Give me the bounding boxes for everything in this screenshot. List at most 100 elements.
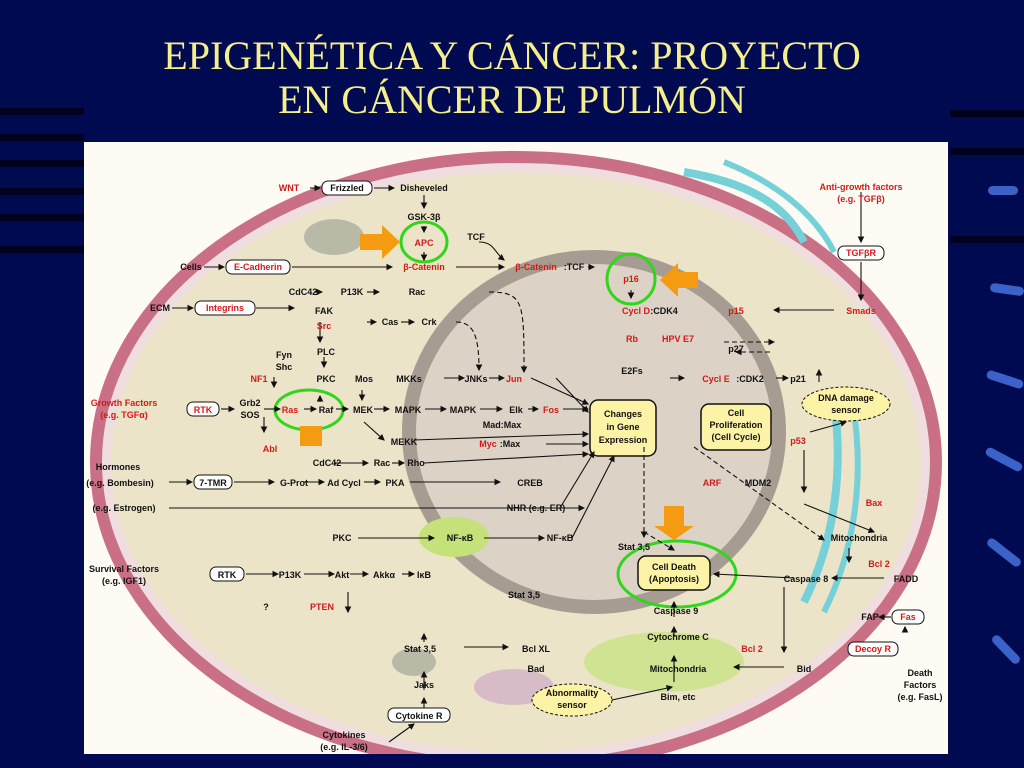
rtk-top-box	[186, 401, 220, 417]
rtk-bot-box	[209, 566, 245, 582]
node-label-prolif2: Proliferation	[709, 420, 762, 430]
node-label-myc-a: Myc	[479, 439, 497, 449]
node-label-cycle-b: :CDK2	[736, 374, 764, 384]
node-label-p15: p15	[728, 306, 744, 316]
node-label-ecm: ECM	[150, 303, 170, 313]
node-label-apc: APC	[414, 238, 434, 248]
node-label-grb2: Grb2	[239, 398, 260, 408]
node-label-gprot: G-Prot	[280, 478, 308, 488]
node-label-cytokines2: (e.g. IL-3/6)	[320, 742, 368, 752]
node-label-abl: Abl	[263, 444, 278, 454]
node-label-akka: Akkα	[373, 570, 396, 580]
node-label-myc-b: :Max	[500, 439, 521, 449]
node-label-fos: Fos	[543, 405, 559, 415]
node-label-mdm2: MDM2	[745, 478, 772, 488]
node-label-integrins: Integrins	[206, 303, 244, 313]
node-label-prolif3: (Cell Cycle)	[711, 432, 760, 442]
node-label-p13k-top: P13K	[341, 287, 364, 297]
node-label-jaks: Jaks	[414, 680, 434, 690]
node-label-estrogen: (e.g. Estrogen)	[92, 503, 155, 513]
node-label-deathf1: Death	[907, 668, 932, 678]
node-label-dnadamage2: sensor	[831, 405, 861, 415]
node-label-bcl2-b: Bcl 2	[741, 644, 763, 654]
node-label-qmark: ?	[263, 602, 269, 612]
title-line-2: EN CÁNCER DE PULMÓN	[278, 77, 746, 122]
node-label-bax: Bax	[866, 498, 883, 508]
er-shape	[683, 168, 808, 244]
fas-box	[891, 609, 925, 625]
node-label-madmax: Mad:Max	[483, 420, 522, 430]
pathway-svg: WNTFrizzledDisheveledGSK-3βAPCTCFCellsE-…	[86, 151, 943, 754]
node-label-caspase8: Caspase 8	[784, 574, 829, 584]
node-label-prolif1: Cell	[728, 408, 745, 418]
node-label-pkc-bot: PKC	[332, 533, 352, 543]
node-label-ikb: IκB	[417, 570, 432, 580]
tgfbr-box	[837, 245, 885, 261]
node-label-smads: Smads	[846, 306, 876, 316]
orange-arrow-apc	[360, 225, 400, 259]
tmr7-box	[193, 474, 233, 490]
node-label-cdc42a: CdC42	[289, 287, 318, 297]
er-shape	[722, 159, 837, 254]
node-label-bcl2-a: Bcl 2	[868, 559, 890, 569]
node-label-rtk-bot: RTK	[218, 570, 237, 580]
node-label-e2fs: E2Fs	[621, 366, 643, 376]
node-label-mapk-a: MAPK	[395, 405, 422, 415]
node-label-p27: p27	[728, 344, 744, 354]
node-label-rtk-top: RTK	[194, 405, 213, 415]
node-label-cycld-a: Cycl D	[622, 306, 651, 316]
node-label-fap: FAP	[861, 612, 879, 622]
node-label-hpve7: HPV E7	[662, 334, 694, 344]
integrins-box	[194, 300, 256, 316]
node-label-cycld-b: :CDK4	[650, 306, 678, 316]
er-shape	[800, 401, 842, 604]
node-label-mekk: MEKK	[391, 437, 418, 447]
node-label-raf: Raf	[319, 405, 335, 415]
node-label-rac-mid: Rac	[374, 458, 391, 468]
ecadherin-box	[225, 259, 291, 275]
er-shape	[821, 411, 861, 614]
node-label-stat35-b: Stat 3,5	[508, 590, 540, 600]
node-label-mapk-b: MAPK	[450, 405, 477, 415]
node-label-nhr: NHR (e.g. ER)	[507, 503, 566, 513]
title-line-1: EPIGENÉTICA Y CÁNCER: PROYECTO	[163, 33, 861, 78]
node-label-death2: (Apoptosis)	[649, 574, 699, 584]
node-label-mek: MEK	[353, 405, 374, 415]
node-label-growth2: (e.g. TGFα)	[100, 410, 148, 420]
node-label-growth1: Growth Factors	[91, 398, 158, 408]
node-label-survival1: Survival Factors	[89, 564, 159, 574]
node-label-jun: Jun	[506, 374, 522, 384]
node-label-deathf2: Factors	[904, 680, 937, 690]
proliferation-box	[700, 403, 772, 451]
node-label-adcycl: Ad Cycl	[327, 478, 361, 488]
node-label-mos: Mos	[355, 374, 373, 384]
orange-arrow-ras	[300, 426, 322, 446]
node-label-changes2: in Gene	[606, 422, 639, 432]
node-label-pka: PKA	[385, 478, 405, 488]
mitochondrion-shape	[304, 219, 364, 255]
node-label-bclxl: Bcl XL	[522, 644, 551, 654]
node-label-jnks: JNKs	[464, 374, 487, 384]
node-label-p13k-bot: P13K	[279, 570, 302, 580]
node-label-stat35-a: Stat 3,5	[618, 542, 650, 552]
node-label-cytc: Cytochrome C	[647, 632, 709, 642]
node-label-abnorm2: sensor	[557, 700, 587, 710]
node-label-changes3: Expression	[599, 435, 648, 445]
node-label-cells: Cells	[180, 262, 202, 272]
node-label-rho: Rho	[407, 458, 425, 468]
node-label-bcatenin: β-Catenin	[403, 262, 445, 272]
node-label-death1: Cell Death	[652, 562, 696, 572]
node-label-mito-bot: Mitochondria	[650, 664, 707, 674]
node-label-frizzled: Frizzled	[330, 183, 364, 193]
node-label-sos: SOS	[240, 410, 259, 420]
node-label-hormones1: Hormones	[96, 462, 141, 472]
node-label-cas: Cas	[382, 317, 399, 327]
node-label-antigrowth2: (e.g. TGFβ)	[837, 194, 885, 204]
node-label-shc: Shc	[276, 362, 293, 372]
pathway-dashed-arrows	[455, 291, 825, 551]
node-label-ecadherin: E-Cadherin	[234, 262, 282, 272]
node-label-bad: Bad	[527, 664, 544, 674]
orange-arrow-apoptosis	[654, 506, 694, 540]
node-label-creb: CREB	[517, 478, 543, 488]
node-label-cdc42b: CdC42	[313, 458, 342, 468]
